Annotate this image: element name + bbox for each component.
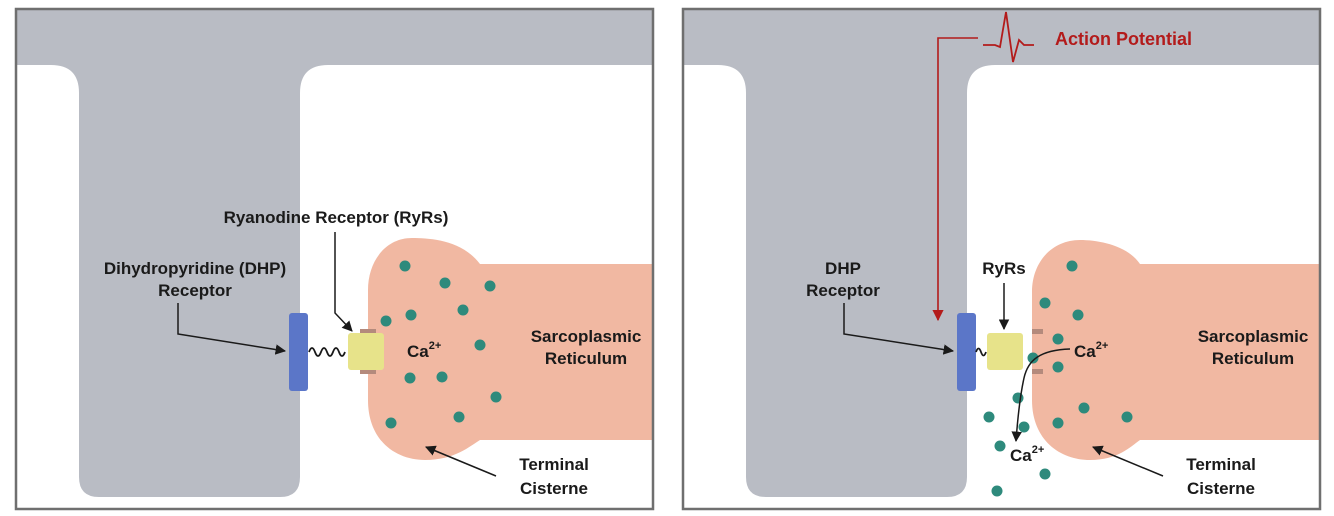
left-panel: Ryanodine Receptor (RyRs) Dihydropyridin… (14, 7, 655, 511)
calcium-ion (405, 309, 417, 321)
dhp-pointer-arrow-right (843, 303, 955, 355)
sr-label-line1-left: Sarcoplasmic (531, 327, 642, 346)
dhp-label-line1-left: Dihydropyridine (DHP) (104, 259, 286, 278)
calcium-ion (439, 277, 451, 289)
sarcoplasmic-reticulum-right (1032, 240, 1320, 460)
calcium-ion (453, 411, 465, 423)
ryr-cap-bottom-left (360, 369, 376, 374)
dhp-label-line2-right: Receptor (806, 281, 880, 300)
calcium-ion (1078, 402, 1090, 414)
sr-label-line2-right: Reticulum (1212, 349, 1294, 368)
calcium-released-text: Ca (1010, 446, 1032, 465)
calcium-ion (1039, 468, 1051, 480)
calcium-ion (1066, 260, 1078, 272)
ryr-cap-bottom-right (1032, 369, 1043, 374)
calcium-label-sup: 2+ (429, 340, 442, 352)
sarcoplasmic-reticulum-left (368, 238, 653, 460)
sr-label-line1-right: Sarcoplasmic (1198, 327, 1309, 346)
t-tubule-right (683, 9, 1320, 497)
calcium-ion (457, 304, 469, 316)
calcium-ion (1121, 411, 1133, 423)
ryr-pointer-arrow-left (334, 232, 353, 332)
calcium-label-left: Ca2+ (407, 340, 441, 361)
calcium-ion (380, 315, 392, 327)
tc-label-line1-left: Terminal (519, 455, 589, 474)
tc-label-line2-right: Cisterne (1187, 479, 1255, 498)
calcium-inside-sup: 2+ (1096, 340, 1109, 352)
calcium-ion (994, 440, 1006, 452)
cisterne-pointer-arrow-left (425, 445, 497, 477)
calcium-ion (991, 485, 1003, 497)
action-potential-waveform (983, 11, 1034, 63)
calcium-ion (404, 372, 416, 384)
calcium-ion (399, 260, 411, 272)
calcium-ion (1027, 352, 1039, 364)
coupling-link-left (308, 347, 346, 357)
calcium-ion (484, 280, 496, 292)
calcium-inside-label-right: Ca2+ (1074, 340, 1108, 361)
ryr-label-right: RyRs (982, 259, 1025, 278)
dhp-label-line2-left: Receptor (158, 281, 232, 300)
calcium-ion (1018, 421, 1030, 433)
dhp-pointer-arrow-left (177, 303, 287, 355)
calcium-ion (1052, 333, 1064, 345)
dhp-receptor-left (289, 313, 308, 391)
calcium-ions-left (380, 260, 502, 429)
action-potential-arrow (932, 37, 978, 322)
calcium-ion (474, 339, 486, 351)
ryr-label-left: Ryanodine Receptor (RyRs) (224, 208, 449, 227)
calcium-release-arrow (1011, 348, 1071, 443)
ryr-cap-top-left (360, 329, 376, 334)
calcium-ion (1052, 417, 1064, 429)
calcium-ions-right-sr (1039, 260, 1133, 429)
t-tubule-left (16, 9, 653, 497)
ryanodine-receptor-right (987, 333, 1023, 370)
cisterne-pointer-arrow-right (1092, 445, 1164, 477)
calcium-ion (1072, 309, 1084, 321)
calcium-ion (1052, 361, 1064, 373)
coupling-link-right (975, 347, 987, 357)
dhp-label-line1-right: DHP (825, 259, 861, 278)
ryr-cap-top-right (1032, 329, 1043, 334)
calcium-ion (1012, 392, 1024, 404)
dhp-receptor-right (957, 313, 976, 391)
calcium-released-sup: 2+ (1032, 444, 1045, 456)
calcium-ion (436, 371, 448, 383)
calcium-ions-right-released (983, 352, 1051, 497)
calcium-label-text: Ca (407, 342, 429, 361)
calcium-inside-text: Ca (1074, 342, 1096, 361)
calcium-ion (983, 411, 995, 423)
action-potential-label: Action Potential (1055, 29, 1192, 49)
ryanodine-receptor-left (348, 333, 384, 370)
calcium-ion (1039, 297, 1051, 309)
calcium-ion (490, 391, 502, 403)
calcium-ion (385, 417, 397, 429)
calcium-released-label-right: Ca2+ (1010, 444, 1044, 465)
sr-label-line2-left: Reticulum (545, 349, 627, 368)
right-panel: Action Potential DHP Receptor RyRs Ca2+ … (681, 7, 1322, 511)
tc-label-line2-left: Cisterne (520, 479, 588, 498)
tc-label-line1-right: Terminal (1186, 455, 1256, 474)
